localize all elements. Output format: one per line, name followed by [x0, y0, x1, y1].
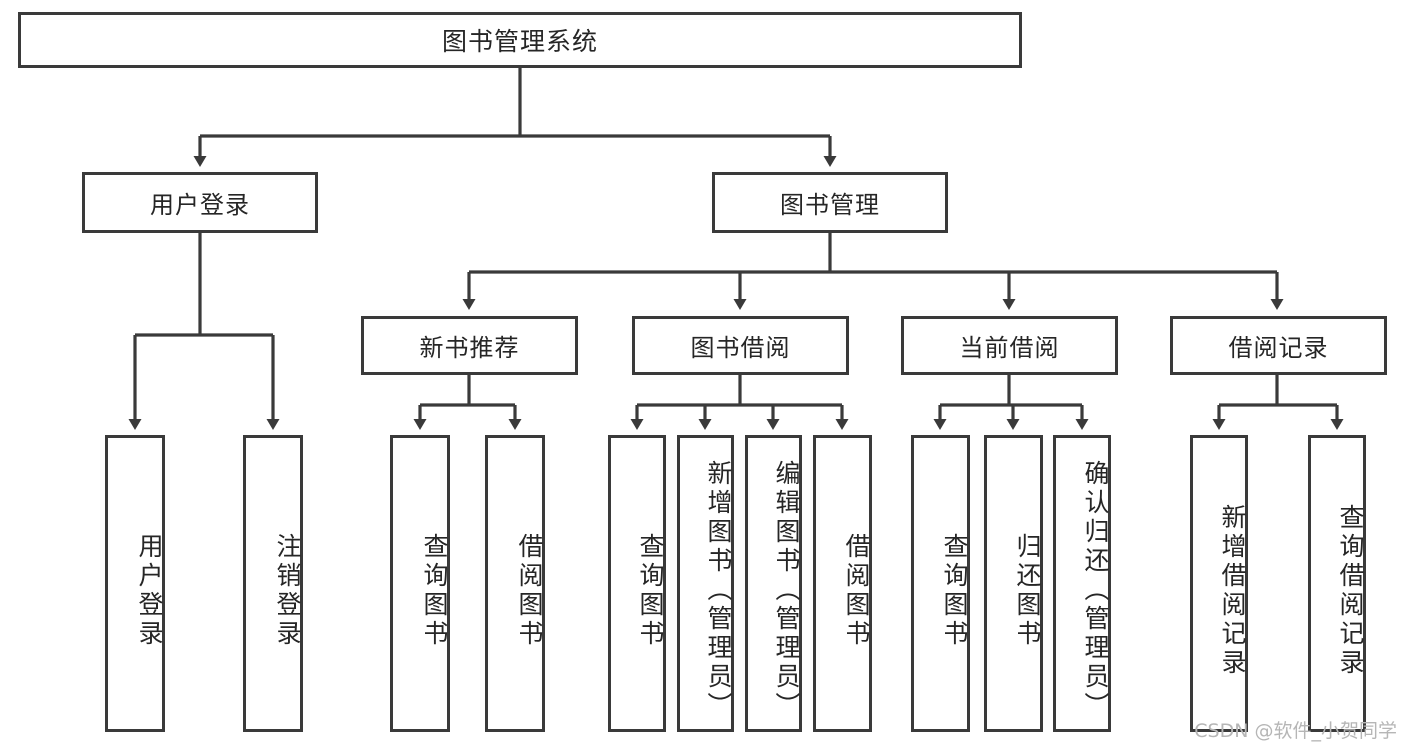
leaf-edit-book-label: 编辑图书（管理员）	[772, 460, 801, 721]
leaf-query-record[interactable]: 查询借阅记录	[1308, 435, 1366, 732]
leaf-borrow-book-1-label: 借阅图书	[515, 532, 544, 649]
node-user-login-label: 用户登录	[150, 191, 250, 219]
leaf-query-book-2-label: 查询图书	[636, 532, 665, 649]
leaf-borrow-book-2[interactable]: 借阅图书	[813, 435, 872, 732]
node-book-borrow-label: 图书借阅	[690, 334, 791, 362]
leaf-confirm-return[interactable]: 确认归还（管理员）	[1053, 435, 1111, 732]
leaf-logout[interactable]: 注销登录	[243, 435, 303, 732]
node-new-book-recommend[interactable]: 新书推荐	[361, 316, 578, 375]
node-current-borrow[interactable]: 当前借阅	[901, 316, 1118, 375]
leaf-confirm-return-label: 确认归还（管理员）	[1081, 460, 1110, 721]
node-borrow-record[interactable]: 借阅记录	[1170, 316, 1387, 375]
watermark: CSDN @软件_小贺同学	[1194, 720, 1397, 742]
node-root-label: 图书管理系统	[441, 27, 598, 56]
leaf-query-record-label: 查询借阅记录	[1336, 503, 1365, 678]
leaf-add-record-label: 新增借阅记录	[1218, 503, 1247, 678]
leaf-edit-book[interactable]: 编辑图书（管理员）	[745, 435, 802, 732]
leaf-add-book-label: 新增图书（管理员）	[704, 460, 733, 721]
leaf-query-book-1-label: 查询图书	[420, 532, 449, 649]
node-root[interactable]: 图书管理系统	[18, 12, 1022, 68]
node-current-borrow-label: 当前借阅	[959, 334, 1060, 362]
node-user-login[interactable]: 用户登录	[82, 172, 318, 233]
node-borrow-record-label: 借阅记录	[1228, 334, 1329, 362]
leaf-add-record[interactable]: 新增借阅记录	[1190, 435, 1248, 732]
leaf-query-book-2[interactable]: 查询图书	[608, 435, 666, 732]
leaf-return-book[interactable]: 归还图书	[984, 435, 1043, 732]
leaf-logout-label: 注销登录	[273, 532, 302, 649]
leaf-add-book[interactable]: 新增图书（管理员）	[677, 435, 734, 732]
node-book-manage[interactable]: 图书管理	[712, 172, 948, 233]
leaf-borrow-book-2-label: 借阅图书	[842, 532, 871, 649]
leaf-borrow-book-1[interactable]: 借阅图书	[485, 435, 545, 732]
leaf-return-book-label: 归还图书	[1013, 532, 1042, 649]
node-book-borrow[interactable]: 图书借阅	[632, 316, 849, 375]
leaf-query-book-1[interactable]: 查询图书	[390, 435, 450, 732]
leaf-query-book-3-label: 查询图书	[940, 532, 969, 649]
leaf-query-book-3[interactable]: 查询图书	[911, 435, 970, 732]
leaf-user-login-label: 用户登录	[135, 532, 164, 649]
leaf-user-login[interactable]: 用户登录	[105, 435, 165, 732]
node-new-book-recommend-label: 新书推荐	[419, 334, 520, 362]
node-book-manage-label: 图书管理	[780, 191, 880, 219]
